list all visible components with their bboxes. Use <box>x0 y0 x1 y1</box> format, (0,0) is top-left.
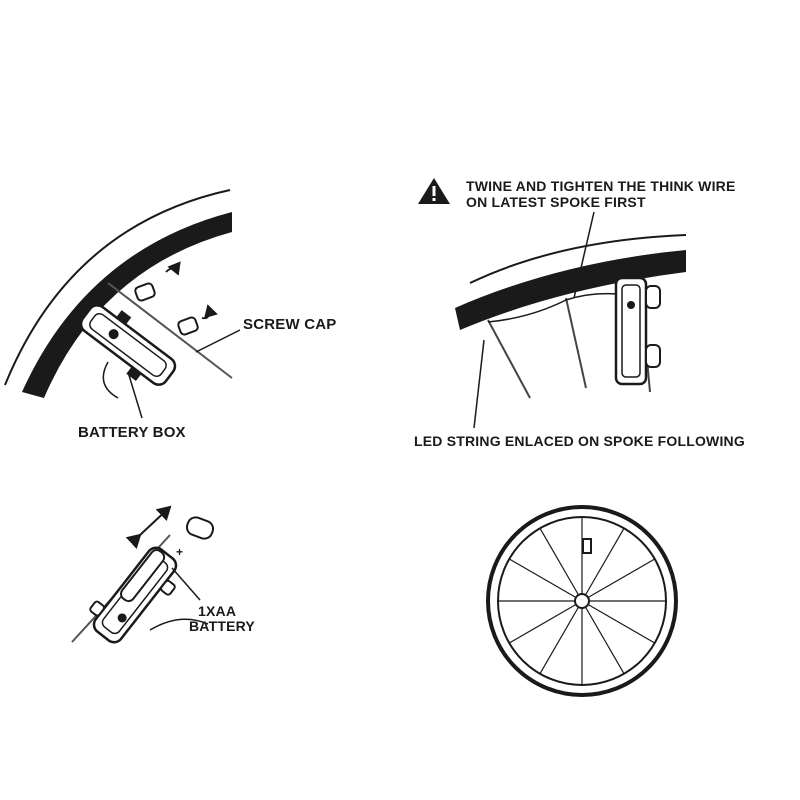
warning-text-line1: TWINE AND TIGHTEN THE THINK WIRE <box>466 178 736 194</box>
battery-box-drawing <box>79 304 177 386</box>
twine-wire <box>487 292 619 323</box>
warning-text-line2: ON LATEST SPOKE FIRST <box>466 194 646 210</box>
battery-leader <box>171 567 201 601</box>
led-string-label: LED STRING ENLACED ON SPOKE FOLLOWING <box>414 433 745 449</box>
battery-box-label: BATTERY BOX <box>78 424 186 441</box>
tire-outer-arc <box>4 189 231 386</box>
panel-aa-battery: + <box>71 505 215 644</box>
panel-wheel <box>486 505 678 697</box>
rim-outer-arc <box>469 234 687 284</box>
tire-band <box>22 212 232 398</box>
battery-plus-sign: + <box>176 545 183 559</box>
wheel-light <box>582 538 592 554</box>
screw-cap-leader <box>195 329 241 353</box>
wheel-hub <box>574 593 590 609</box>
wire-curl <box>149 618 209 631</box>
rim-band <box>455 250 686 330</box>
battery-box-leader <box>127 371 143 419</box>
spoke-line <box>565 297 587 389</box>
wheel-spokes <box>498 517 666 685</box>
battery-cap <box>185 516 215 540</box>
wheel-tire <box>486 505 678 697</box>
double-arrow-icon <box>125 505 172 550</box>
battery-type-line2: BATTERY <box>189 618 255 634</box>
panel-battery-box <box>4 189 241 419</box>
led-string-leader <box>473 339 485 429</box>
warning-leader <box>573 211 595 299</box>
screw-cap-2 <box>177 316 199 336</box>
led-box-drawing <box>614 276 661 386</box>
rotate-arrow-icon <box>201 304 218 320</box>
battery-type-line1: 1XAA <box>198 603 237 619</box>
spoke-line <box>487 319 531 399</box>
screw-cap-label: SCREW CAP <box>243 316 337 333</box>
rotate-arrow-icon <box>165 261 181 276</box>
panel-twine-wire <box>418 178 687 429</box>
wire-curl <box>102 361 119 399</box>
warning-triangle-icon <box>418 178 450 204</box>
battery-holder <box>89 546 178 644</box>
spoke-line <box>107 282 233 379</box>
screw-cap-1 <box>134 282 156 302</box>
